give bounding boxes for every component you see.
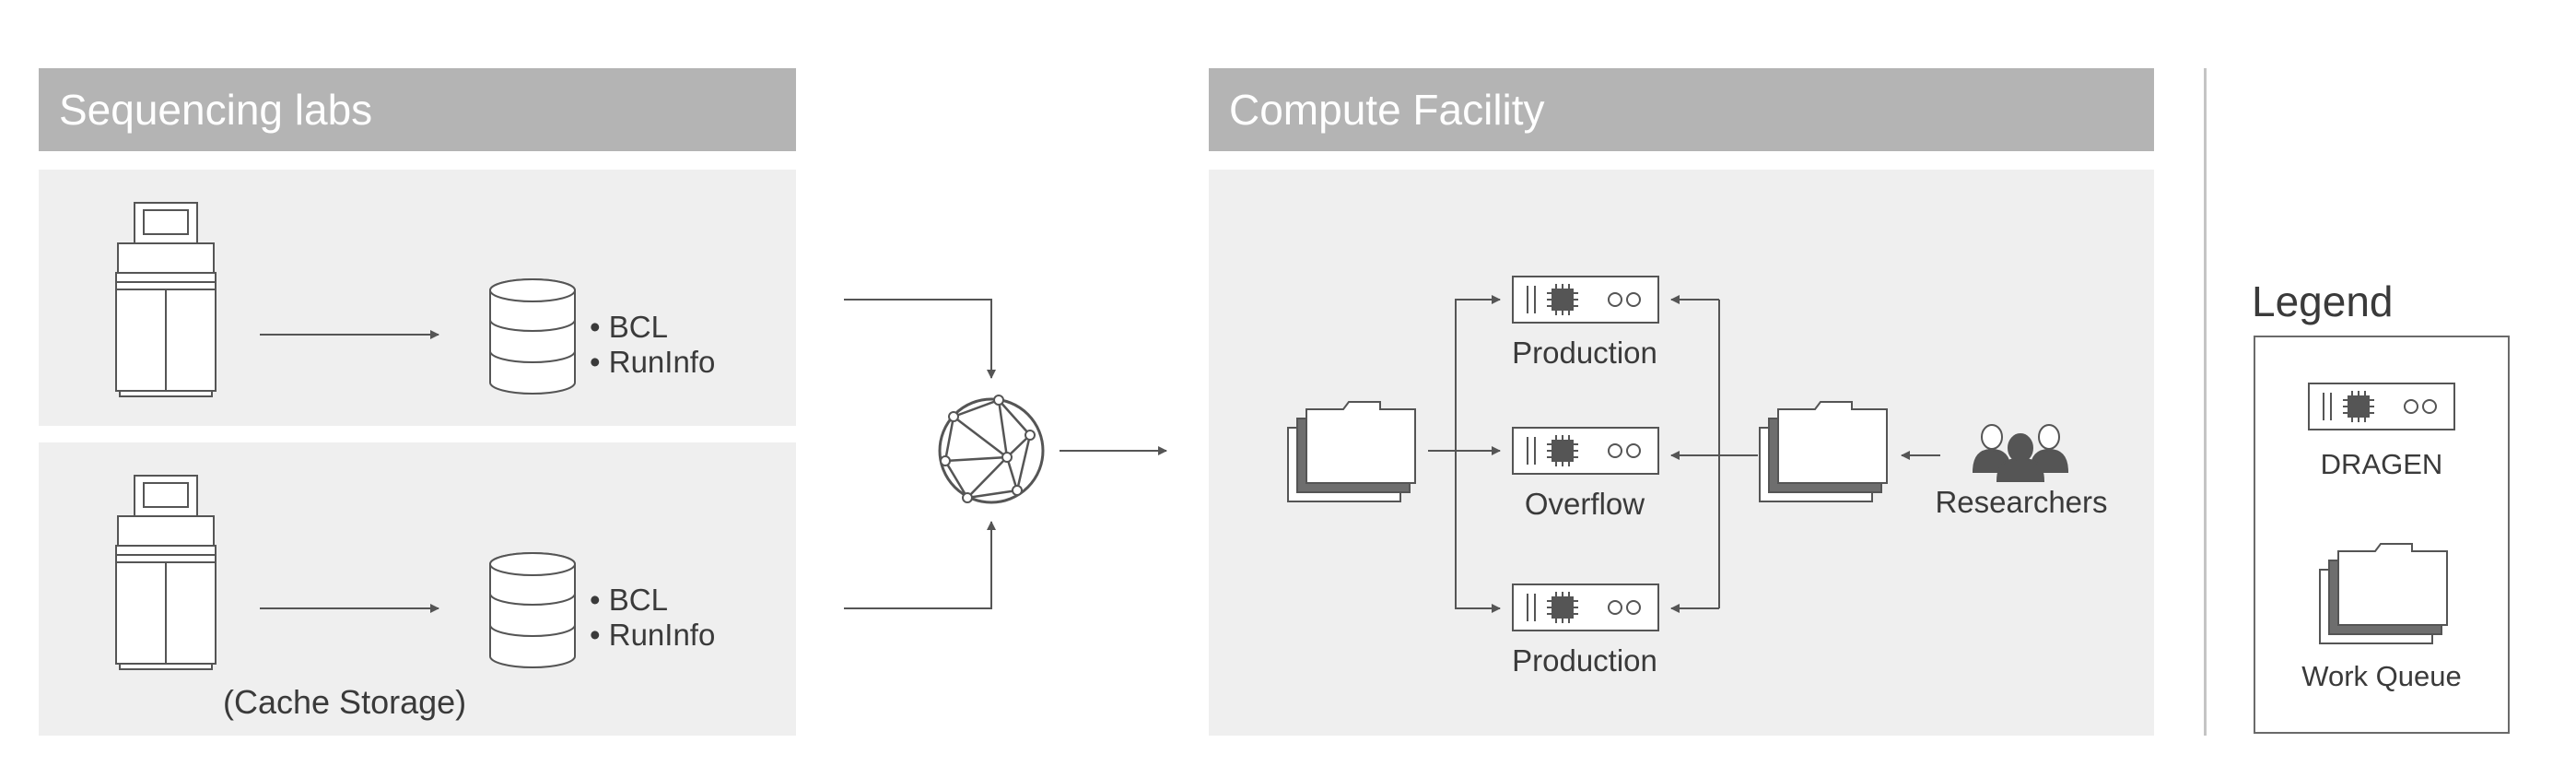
- work-queue-icon: [2319, 543, 2448, 644]
- server-label-production-1: Production: [1512, 336, 1657, 370]
- server-label-production-2: Production: [1512, 643, 1657, 678]
- file-item: BCL: [590, 310, 715, 345]
- cache-storage-label: (Cache Storage): [223, 683, 467, 721]
- arrow-lab1-to-network: [844, 299, 996, 379]
- arrow-lab2-to-network: [844, 521, 996, 609]
- researchers-icon: [1972, 424, 2069, 482]
- dragen-server-icon: [1512, 276, 1659, 324]
- database-icon: [489, 552, 576, 668]
- database-icon: [489, 278, 576, 395]
- work-queue-icon: [1759, 401, 1888, 502]
- work-queue-icon: [1287, 401, 1416, 502]
- file-item: BCL: [590, 583, 715, 618]
- sequencer-icon: [115, 202, 217, 397]
- legend-title: Legend: [2252, 277, 2394, 325]
- legend-divider: [2204, 68, 2207, 736]
- dragen-server-icon: [1512, 584, 1659, 631]
- server-label-overflow: Overflow: [1524, 487, 1645, 521]
- dragen-server-icon: [1512, 427, 1659, 475]
- sequencer-icon: [115, 475, 217, 670]
- legend-box: [2254, 336, 2510, 734]
- arrow-queue-to-production-1: [1455, 295, 1501, 451]
- sequencing-labs-header: [39, 68, 796, 151]
- dragen-server-icon: [2308, 383, 2455, 430]
- file-item: RunInfo: [590, 345, 716, 380]
- compute-facility-header: [1209, 68, 2154, 151]
- globe-icon: [938, 395, 1045, 504]
- arrow-queue-to-production-2: [1455, 451, 1501, 613]
- legend-label-work-queue: Work Queue: [2301, 660, 2462, 692]
- storage-file-list-2: BCL RunInfo: [590, 583, 716, 653]
- compute-facility-title: Compute Facility: [1229, 86, 1545, 134]
- file-item: RunInfo: [590, 618, 716, 653]
- storage-file-list-1: BCL RunInfo: [590, 310, 716, 380]
- sequencing-labs-title: Sequencing labs: [59, 86, 373, 134]
- researchers-label: Researchers: [1935, 485, 2108, 519]
- legend-label-dragen: DRAGEN: [2320, 448, 2443, 480]
